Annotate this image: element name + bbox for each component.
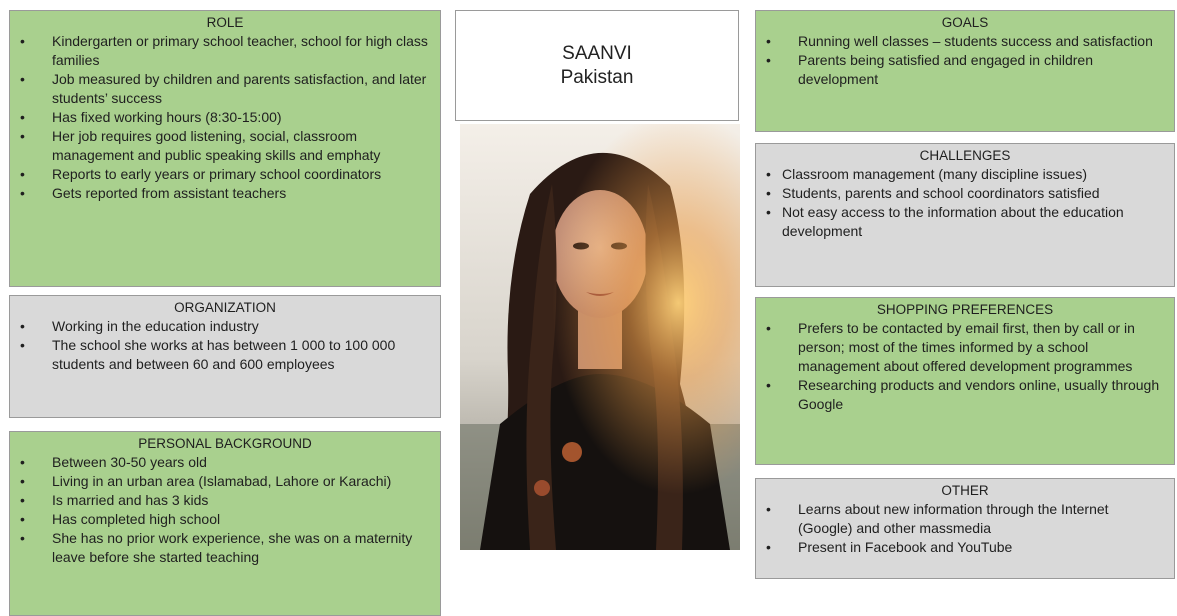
list-item: Present in Facebook and YouTube [764,538,1166,557]
list-item: Between 30-50 years old [18,453,432,472]
other-box: OTHER Learns about new information throu… [755,478,1175,579]
challenges-box: CHALLENGES Classroom management (many di… [755,143,1175,287]
goals-list: Running well classes – students success … [764,32,1166,89]
list-item: Kindergarten or primary school teacher, … [18,32,432,70]
personal-background-box: PERSONAL BACKGROUND Between 30-50 years … [9,431,441,616]
list-item: Learns about new information through the… [764,500,1166,538]
list-item: Not easy access to the information about… [764,203,1166,241]
organization-list: Working in the education industry The sc… [18,317,432,374]
shopping-preferences-title: SHOPPING PREFERENCES [876,302,1054,317]
list-item: Job measured by children and parents sat… [18,70,432,108]
challenges-title: CHALLENGES [919,148,1011,163]
shopping-preferences-list: Prefers to be contacted by email first, … [764,319,1166,414]
list-item: Gets reported from assistant teachers [18,184,432,203]
other-list: Learns about new information through the… [764,500,1166,557]
role-title: ROLE [206,15,244,30]
goals-box: GOALS Running well classes – students su… [755,10,1175,132]
list-item: Students, parents and school coordinator… [764,184,1166,203]
organization-title: ORGANIZATION [174,300,276,315]
personal-background-list: Between 30-50 years old Living in an urb… [18,453,432,567]
other-title: OTHER [941,483,989,498]
organization-box: ORGANIZATION Working in the education in… [9,295,441,418]
list-item: Working in the education industry [18,317,432,336]
list-item: The school she works at has between 1 00… [18,336,432,374]
list-item: Prefers to be contacted by email first, … [764,319,1166,376]
list-item: Parents being satisfied and engaged in c… [764,51,1166,89]
role-list: Kindergarten or primary school teacher, … [18,32,432,203]
list-item: She has no prior work experience, she wa… [18,529,432,567]
list-item: Is married and has 3 kids [18,491,432,510]
persona-name: SAANVI [562,42,632,64]
persona-country: Pakistan [560,66,634,88]
list-item: Classroom management (many discipline is… [764,165,1166,184]
persona-name-card: SAANVI Pakistan [455,10,739,121]
list-item: Researching products and vendors online,… [764,376,1166,414]
list-item: Her job requires good listening, social,… [18,127,432,165]
challenges-list: Classroom management (many discipline is… [764,165,1166,241]
list-item: Has completed high school [18,510,432,529]
persona-photo [460,124,740,550]
portrait-image [460,124,740,550]
goals-title: GOALS [941,15,989,30]
list-item: Living in an urban area (Islamabad, Laho… [18,472,432,491]
list-item: Reports to early years or primary school… [18,165,432,184]
shopping-preferences-box: SHOPPING PREFERENCES Prefers to be conta… [755,297,1175,465]
list-item: Running well classes – students success … [764,32,1166,51]
role-box: ROLE Kindergarten or primary school teac… [9,10,441,287]
list-item: Has fixed working hours (8:30-15:00) [18,108,432,127]
personal-background-title: PERSONAL BACKGROUND [138,436,312,451]
